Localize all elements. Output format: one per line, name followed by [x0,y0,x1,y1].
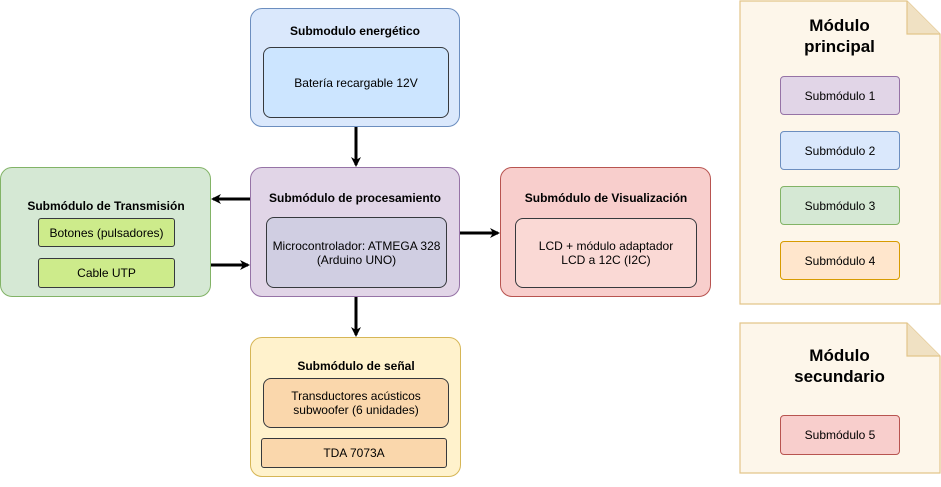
legend-submodulo-5: Submódulo 5 [780,415,900,455]
transmision-module: Submódulo de Transmisión Botones (pulsad… [0,167,211,297]
visualizacion-lcd: LCD + módulo adaptador LCD a 12C (I2C) [515,218,697,288]
legend-principal-title: Módulo principal [804,16,875,56]
legend-submodulo-4: Submódulo 4 [780,241,900,280]
senal-tda: TDA 7073A [261,438,447,468]
transmision-botones: Botones (pulsadores) [38,218,175,247]
senal-transductores: Transductores acústicos subwoofer (6 uni… [263,378,449,428]
transmision-cable: Cable UTP [38,258,175,288]
senal-module: Submódulo de señal Transductores acústic… [250,337,461,477]
legend-submodulo-1: Submódulo 1 [780,76,900,115]
transmision-title: Submódulo de Transmisión [27,199,185,213]
procesamiento-microcontrolador: Microcontrolador: ATMEGA 328 (Arduino UN… [266,217,447,288]
procesamiento-title: Submódulo de procesamiento [268,191,442,205]
visualizacion-module: Submódulo de Visualización LCD + módulo … [500,167,711,297]
energetico-bateria: Batería recargable 12V [263,47,449,118]
legend-submodulo-2: Submódulo 2 [780,131,900,170]
energetico-module: Submodulo energético Batería recargable … [250,8,460,127]
procesamiento-module: Submódulo de procesamiento Microcontrola… [250,167,460,297]
energetico-title: Submodulo energético [289,24,420,38]
legend-secundario-title: Módulo secundario [794,346,885,386]
visualizacion-title: Submódulo de Visualización [524,191,688,205]
legend-submodulo-3: Submódulo 3 [780,186,900,225]
senal-title: Submódulo de señal [297,359,415,373]
